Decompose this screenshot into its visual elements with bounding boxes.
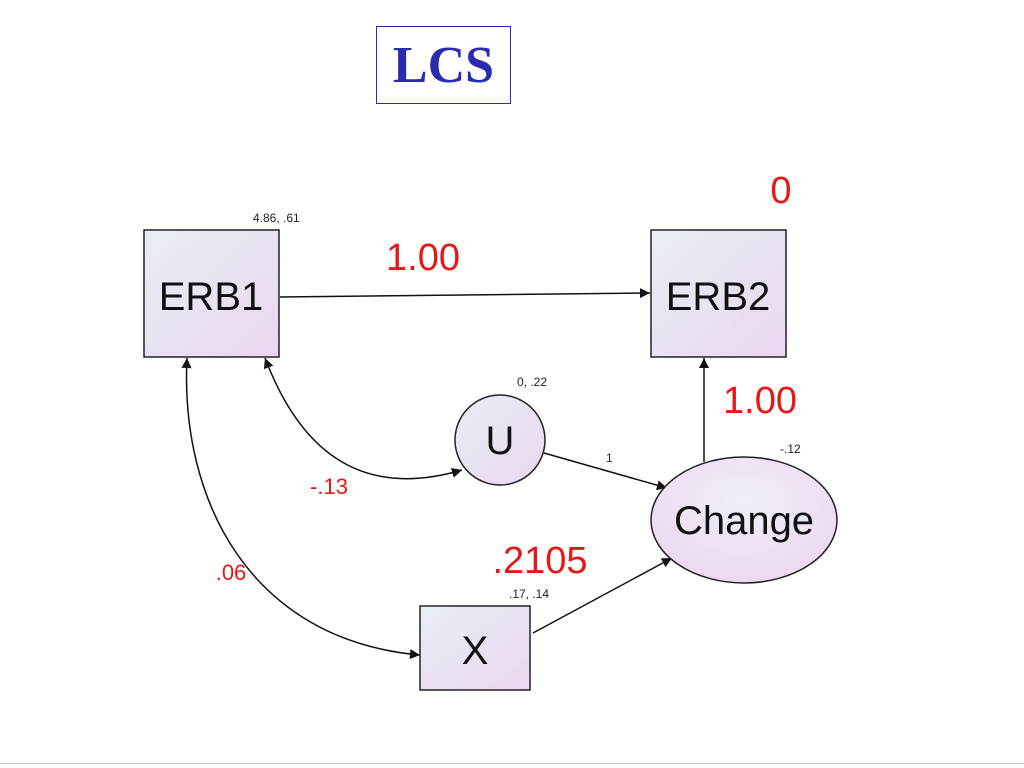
node-change-label: Change (674, 499, 814, 543)
covariance-erb1-x (181, 357, 421, 660)
bottom-divider (0, 763, 1024, 764)
u-annotation: 0, .22 (517, 375, 547, 389)
estimate-x-to-change: .2105 (492, 540, 587, 582)
covariance-erb1-u (263, 357, 463, 480)
node-u-label: U (486, 419, 515, 463)
node-u: U (454, 394, 546, 486)
erb2-annotation: 0 (770, 170, 791, 212)
node-change: Change (650, 456, 838, 584)
estimate-erb1-with-u: -.13 (310, 474, 348, 499)
node-erb1-label: ERB1 (159, 275, 264, 319)
estimate-erb1-with-x: .06 (216, 560, 247, 585)
estimate-erb1-to-erb2: 1.00 (386, 237, 460, 279)
path-x-to-change (532, 557, 673, 634)
path-u-to-change (543, 452, 668, 491)
estimate-change-to-erb2: 1.00 (723, 380, 797, 422)
node-erb1: ERB1 (143, 229, 280, 358)
diagram-title: LCS (376, 26, 511, 104)
node-x: X (419, 605, 531, 691)
estimate-u-to-change: 1 (606, 451, 613, 465)
x-annotation: .17, .14 (509, 587, 549, 601)
path-erb1-to-erb2 (279, 288, 651, 299)
node-x-label: X (462, 629, 489, 673)
node-erb2-label: ERB2 (666, 275, 771, 319)
erb1-annotation: 4.86, .61 (253, 211, 300, 225)
node-erb2: ERB2 (650, 229, 787, 358)
change-annotation: -.12 (780, 442, 801, 456)
